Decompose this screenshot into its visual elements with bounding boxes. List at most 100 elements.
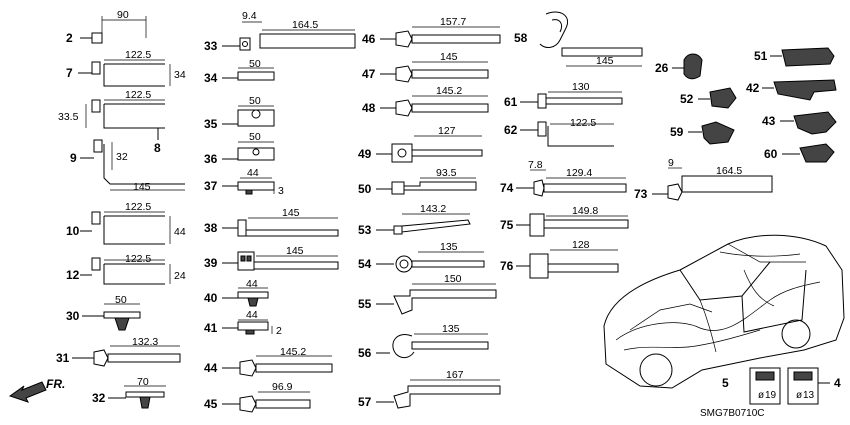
- dim-37-length: 44: [247, 167, 259, 179]
- part-number-49: 49: [358, 147, 372, 161]
- part-number-56: 56: [358, 346, 372, 360]
- part-number-58: 58: [514, 31, 528, 45]
- dim-8-length: 122.5: [125, 89, 151, 101]
- dim-39-length: 145: [286, 245, 304, 257]
- part-34: 34 50: [204, 58, 275, 85]
- part-5: 5 ø 19: [722, 367, 781, 405]
- part-2: 2 90: [66, 9, 147, 45]
- part-38: 38 145: [204, 207, 339, 237]
- part-75: 75 149.8: [500, 205, 629, 237]
- dim-76-length: 128: [572, 239, 590, 251]
- part-number-60: 60: [764, 147, 778, 161]
- dim-35-length: 50: [249, 95, 261, 107]
- part-number-7: 7: [66, 66, 73, 80]
- part-26: 26: [655, 53, 703, 80]
- dim-62-length: 122.5: [570, 117, 596, 129]
- part-number-45: 45: [204, 397, 218, 411]
- part-number-52: 52: [680, 92, 694, 106]
- part-74: 74 7.8 129.4: [500, 159, 627, 197]
- part-48: 48 145.2: [362, 85, 489, 117]
- part-number-30: 30: [66, 309, 80, 323]
- dim-9-length: 145: [133, 181, 151, 193]
- part-number-10: 10: [66, 224, 80, 238]
- part-50: 50 93.5: [358, 167, 477, 196]
- dim-37-height: 3: [278, 185, 284, 197]
- dim-34-length: 50: [249, 58, 261, 70]
- part-number-32: 32: [92, 391, 106, 405]
- dim-74-offset: 7.8: [528, 159, 543, 171]
- part-number-5: 5: [722, 376, 729, 390]
- part-35: 35 50: [204, 95, 275, 131]
- part-number-42: 42: [746, 81, 760, 95]
- part-58: 58 145: [514, 11, 643, 67]
- diagram-code: SMG7B0710C: [700, 408, 764, 419]
- dim-44-length: 145.2: [280, 346, 306, 358]
- dim-8-height: 33.5: [58, 111, 79, 123]
- part-number-39: 39: [204, 256, 218, 270]
- dim-2-length: 90: [117, 9, 129, 21]
- part-number-75: 75: [500, 218, 514, 232]
- front-direction-arrow: FR.: [8, 377, 65, 403]
- part-55: 55 150: [358, 273, 497, 315]
- part-number-33: 33: [204, 39, 218, 53]
- part-number-36: 36: [204, 152, 218, 166]
- dim-12-height: 24: [174, 270, 186, 282]
- dim-5-diameter-symbol: ø: [758, 390, 764, 401]
- part-number-73: 73: [634, 187, 648, 201]
- part-49: 49 127: [358, 125, 483, 163]
- dim-73-length: 164.5: [716, 165, 742, 177]
- dim-30-length: 50: [115, 294, 127, 306]
- part-number-12: 12: [66, 268, 80, 282]
- dim-33-offset: 9.4: [242, 10, 257, 22]
- part-57: 57 167: [358, 369, 501, 409]
- part-number-47: 47: [362, 67, 376, 81]
- part-9: 9 32 145: [70, 139, 185, 193]
- part-number-4: 4: [834, 376, 841, 390]
- dim-50-length: 93.5: [436, 167, 457, 179]
- part-12: 12 122.5 24: [66, 253, 186, 285]
- part-number-26: 26: [655, 61, 669, 75]
- part-7: 7 122.5 34: [66, 49, 186, 87]
- part-number-55: 55: [358, 297, 372, 311]
- dim-41-height: 2: [276, 325, 282, 337]
- part-number-8: 8: [154, 141, 161, 155]
- part-number-62: 62: [504, 123, 518, 137]
- dim-12-length: 122.5: [125, 253, 151, 265]
- dim-75-length: 149.8: [572, 205, 598, 217]
- part-number-9: 9: [70, 151, 77, 165]
- dim-45-length: 96.9: [272, 381, 293, 393]
- dim-10-length: 122.5: [125, 201, 151, 213]
- part-number-43: 43: [762, 114, 776, 128]
- part-number-53: 53: [358, 223, 372, 237]
- dim-47-length: 145: [440, 51, 458, 63]
- part-56: 56 135: [358, 323, 489, 360]
- part-76: 76 128: [500, 239, 619, 279]
- dim-7-length: 122.5: [125, 49, 151, 61]
- part-33: 33 9.4 164.5: [204, 10, 356, 53]
- part-43: 43: [762, 111, 837, 135]
- part-number-76: 76: [500, 259, 514, 273]
- part-number-54: 54: [358, 257, 372, 271]
- part-4: 4 ø 13: [787, 367, 841, 405]
- part-32: 32 70: [92, 376, 166, 409]
- dim-10-height: 44: [174, 226, 186, 238]
- dim-32-length: 70: [137, 376, 149, 388]
- dim-55-length: 150: [444, 273, 462, 285]
- part-47: 47 145: [362, 51, 489, 83]
- part-54: 54 135: [358, 241, 485, 273]
- dim-49-length: 127: [438, 125, 456, 137]
- dim-41-length: 44: [246, 309, 258, 321]
- part-45: 45 96.9: [204, 381, 311, 413]
- part-39: 39 145: [204, 245, 339, 271]
- part-44: 44 145.2: [204, 346, 333, 377]
- dim-36-length: 50: [249, 131, 261, 143]
- part-51: 51: [754, 47, 835, 67]
- dim-54-length: 135: [440, 241, 458, 253]
- dim-61-length: 130: [572, 81, 590, 93]
- car-wiring-illustration: [603, 234, 845, 389]
- part-number-2: 2: [66, 31, 73, 45]
- dim-4-diameter: 13: [803, 390, 815, 401]
- part-59: 59: [670, 121, 735, 145]
